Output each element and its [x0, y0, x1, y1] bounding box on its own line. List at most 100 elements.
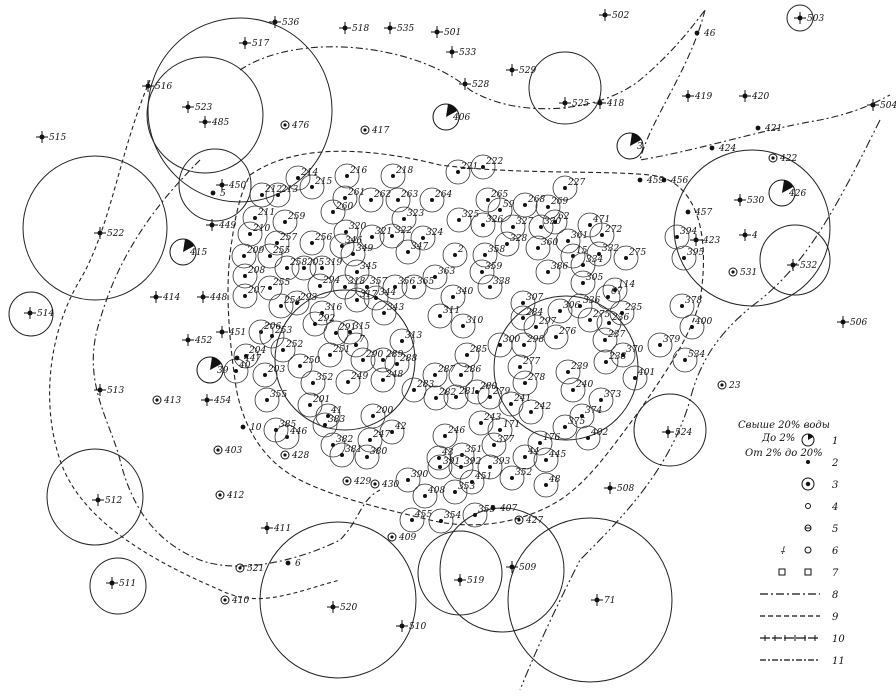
well-403[interactable]: 403	[213, 445, 242, 456]
well-451[interactable]: 451	[216, 326, 246, 338]
core-well[interactable]: 355	[254, 387, 287, 413]
core-well[interactable]: 258	[274, 255, 307, 281]
well-426[interactable]: 426	[768, 179, 806, 207]
core-well[interactable]: 204	[233, 343, 266, 369]
core-well[interactable]: 323	[391, 206, 424, 232]
well-5[interactable]: 5	[210, 189, 226, 199]
core-well[interactable]: 400	[679, 314, 712, 340]
core-well[interactable]: 378	[669, 293, 702, 319]
well-506[interactable]: 506	[837, 316, 867, 328]
core-well[interactable]: 306	[547, 298, 580, 324]
well-532[interactable]: 532	[787, 259, 817, 271]
core-well[interactable]: 402	[575, 425, 608, 451]
core-well[interactable]: 272	[589, 222, 622, 248]
well-476[interactable]: 476	[280, 120, 309, 131]
core-well[interactable]: 349	[340, 241, 373, 267]
core-well[interactable]: 534	[672, 347, 705, 373]
core-well[interactable]: 445	[533, 447, 566, 473]
core-well[interactable]: 275	[613, 245, 646, 271]
well-521[interactable]: 521	[235, 563, 264, 574]
core-well[interactable]: 254	[268, 293, 301, 319]
well-502[interactable]: 502	[599, 9, 629, 21]
core-well[interactable]: 41	[315, 403, 342, 429]
well-517[interactable]: 517	[239, 37, 269, 49]
core-well[interactable]: 392	[448, 454, 481, 480]
core-well[interactable]: 285	[454, 342, 487, 368]
core-well[interactable]: 394	[664, 224, 697, 250]
core-well[interactable]: 288	[384, 351, 417, 377]
core-well[interactable]: 310	[450, 313, 483, 339]
core-well[interactable]: 328	[494, 231, 527, 257]
core-well[interactable]: 336	[567, 293, 600, 319]
well-511[interactable]: 511	[106, 577, 136, 589]
well-531[interactable]: 531	[728, 267, 757, 278]
core-well[interactable]: 386	[535, 259, 568, 285]
core-well[interactable]: 401	[622, 365, 655, 391]
core-well[interactable]: 363	[422, 264, 455, 290]
core-well[interactable]: 373	[588, 387, 621, 413]
core-well[interactable]: 305	[570, 270, 603, 296]
well-515[interactable]: 515	[36, 131, 66, 143]
well-449[interactable]: 449	[206, 219, 236, 231]
core-well[interactable]: 321	[359, 224, 392, 250]
well-6[interactable]: 6	[285, 559, 301, 569]
core-well[interactable]: 356	[382, 274, 415, 300]
core-well[interactable]: 208	[232, 263, 265, 289]
core-well[interactable]: 227	[552, 175, 585, 201]
well-429[interactable]: 429	[342, 476, 371, 487]
core-well[interactable]: 213	[265, 182, 298, 208]
core-well[interactable]: 221	[445, 159, 478, 185]
core-well[interactable]: 292	[302, 311, 335, 337]
core-well[interactable]: 7	[343, 332, 369, 358]
well-509[interactable]: 509	[506, 561, 536, 573]
core-well[interactable]: 256	[299, 230, 332, 256]
core-well[interactable]: 260	[320, 199, 353, 225]
core-well[interactable]: 263	[385, 187, 418, 213]
well-452[interactable]: 452	[182, 334, 212, 346]
core-well[interactable]: 284	[510, 305, 543, 331]
core-well[interactable]: 216	[334, 163, 367, 189]
core-well[interactable]: 324	[410, 225, 443, 251]
core-well[interactable]: 315	[337, 319, 370, 345]
well-533[interactable]: 533	[446, 46, 476, 58]
core-well[interactable]: 248	[370, 367, 403, 393]
core-well[interactable]: 391	[427, 454, 460, 480]
core-well[interactable]: 240	[560, 377, 593, 403]
core-well[interactable]: 294	[307, 273, 340, 299]
well-529[interactable]: 529	[506, 64, 536, 76]
well-423[interactable]: 423	[690, 234, 720, 246]
core-well[interactable]: 286	[448, 362, 481, 388]
core-well[interactable]: 352	[499, 465, 532, 491]
core-well[interactable]: 298	[511, 332, 544, 358]
well-414[interactable]: 414	[150, 291, 180, 303]
well-409[interactable]: 409	[387, 532, 416, 543]
core-well[interactable]: 383	[312, 412, 345, 438]
core-well[interactable]: 283	[401, 377, 434, 403]
core-well[interactable]: 44	[512, 444, 540, 470]
core-well[interactable]: 62	[542, 209, 570, 235]
core-well[interactable]: 451	[459, 469, 492, 495]
core-well[interactable]: 114	[602, 277, 635, 303]
core-well[interactable]: 385	[263, 417, 296, 443]
core-well[interactable]: 262	[358, 187, 391, 213]
well-417[interactable]: 417	[360, 125, 389, 136]
core-well[interactable]: 358	[472, 242, 505, 268]
core-well[interactable]: 280	[464, 379, 497, 405]
core-well[interactable]: 307	[510, 290, 543, 316]
core-well[interactable]: 238	[593, 349, 626, 375]
core-well[interactable]: 390	[395, 467, 428, 493]
core-well[interactable]: 209	[231, 243, 264, 269]
core-well[interactable]: 255	[257, 275, 290, 301]
core-well[interactable]: 247	[357, 427, 390, 453]
well-71[interactable]: 71	[591, 594, 615, 606]
well-4[interactable]: 4	[739, 229, 758, 241]
core-well[interactable]: 379	[647, 332, 680, 358]
core-well[interactable]: 250	[287, 353, 320, 379]
core-well[interactable]: 319	[309, 255, 342, 281]
well-513[interactable]: 513	[94, 384, 124, 396]
core-well[interactable]: 264	[419, 187, 452, 213]
core-well[interactable]: 218	[380, 163, 413, 189]
core-well[interactable]: 214	[285, 165, 318, 191]
well-536[interactable]: 536	[269, 16, 299, 28]
well-514[interactable]: 514	[24, 307, 54, 319]
